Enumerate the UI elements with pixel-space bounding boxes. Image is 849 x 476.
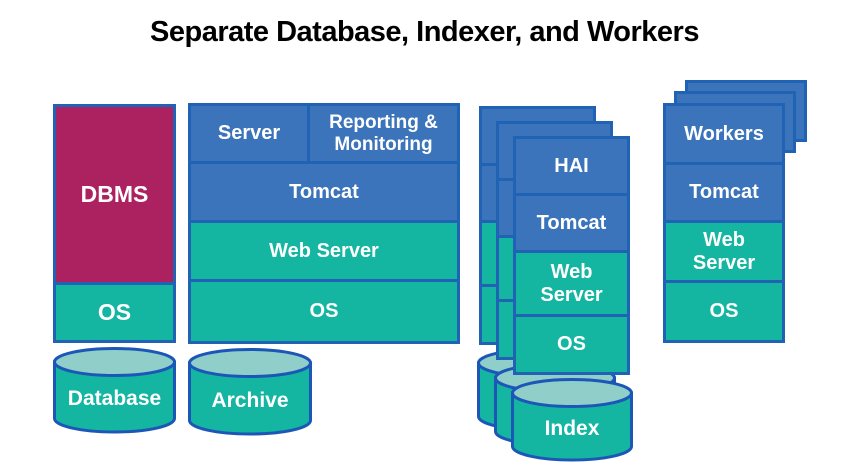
workers-os-label: OS [709,300,739,322]
app-os-box: OS [188,279,460,344]
dbms-label: DBMS [80,181,149,208]
archive-cylinder-label: Archive [211,388,289,412]
app-tomcat-label: Tomcat [289,180,359,203]
database-os-label: OS [97,299,132,326]
archive-cylinder-icon [188,348,312,436]
indexer-os-box: OS [513,314,630,375]
reporting-monitoring-label: Reporting & Monitoring [329,111,438,155]
archive-cylinder: Archive [188,348,312,437]
hai-box: HAI [513,136,630,196]
database-cylinder-label: Database [67,387,162,410]
diagram-title: Separate Database, Indexer, and Workers [150,16,699,48]
workers-web-server-box: Web Server [663,220,785,283]
index-cylinder: Index [511,378,633,463]
server-label: Server [217,122,281,144]
workers-tomcat-box: Tomcat [663,162,785,223]
workers-os-box: OS [663,280,785,343]
workers-web-server-label: Web Server [692,228,756,274]
database-cylinder: Database [53,347,176,435]
app-os-label: OS [309,300,339,322]
app-web-server-box: Web Server [188,220,460,282]
workers-tomcat-label: Tomcat [689,181,759,203]
index-cylinder-label: Index [544,416,600,440]
reporting-monitoring-box: Reporting & Monitoring [307,103,460,164]
indexer-tomcat-label: Tomcat [536,211,607,234]
app-tomcat-box: Tomcat [188,161,460,223]
server-box: Server [188,103,310,164]
database-os-box: OS [53,282,176,343]
indexer-web-server-label: Web Server [540,260,603,306]
workers-label: Workers [684,122,764,145]
workers-box: Workers [663,103,785,165]
hai-label: HAI [554,154,589,177]
indexer-web-server-box: Web Server [513,250,630,317]
indexer-os-label: OS [557,333,586,355]
index-cylinder-icon [511,378,633,462]
database-cylinder-icon [53,347,176,434]
dbms-box: DBMS [53,104,176,285]
app-web-server-label: Web Server [269,239,379,262]
indexer-tomcat-box: Tomcat [513,193,630,253]
